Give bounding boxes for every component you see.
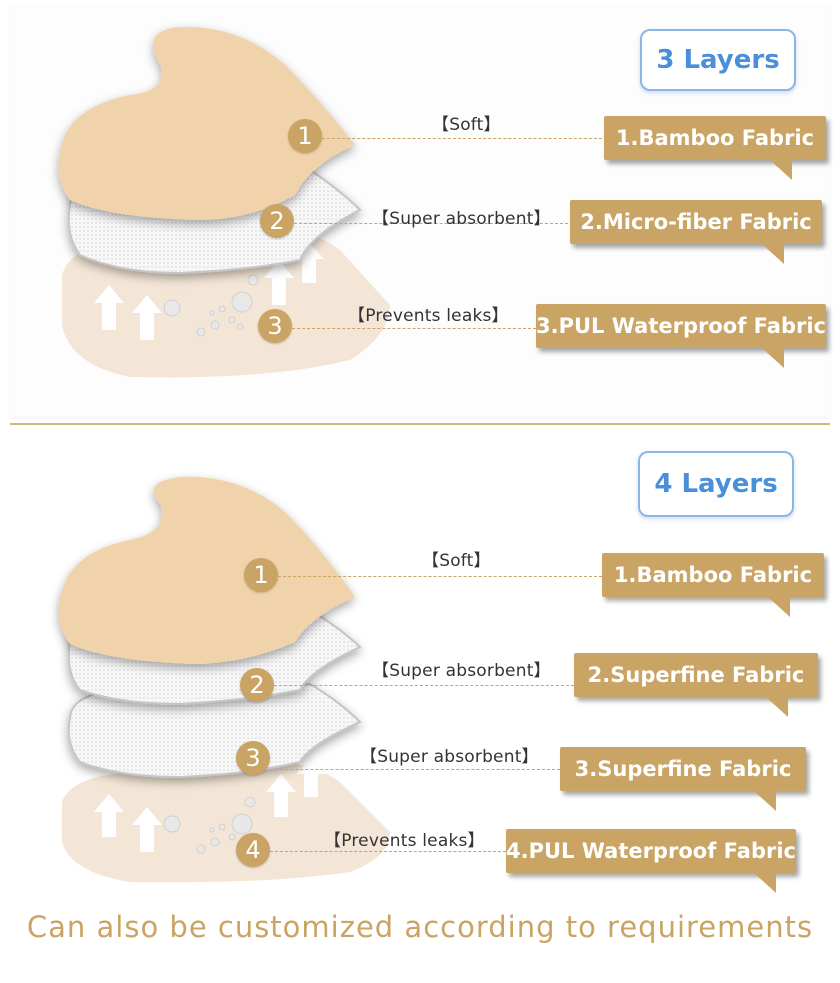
layer-label-4: 4.PUL Waterproof Fabric — [506, 829, 796, 873]
layer-property-1: 【Soft】 — [432, 115, 501, 135]
layer-label-3: 3.PUL Waterproof Fabric — [536, 304, 826, 348]
bamboo-layer — [58, 476, 356, 664]
layer-label-2: 2.Superfine Fabric — [574, 653, 818, 697]
leader-line — [270, 769, 560, 770]
leader-line — [270, 851, 506, 852]
layer-property-4: 【Prevents leaks】 — [324, 831, 485, 851]
layer-label-2: 2.Micro-fiber Fabric — [570, 200, 822, 244]
layer-number-4: 4 — [236, 833, 270, 867]
customization-note: Can also be customized according to requ… — [26, 910, 814, 944]
three-layer-illustration — [58, 26, 390, 378]
leader-line — [278, 576, 602, 577]
layer-label-1: 1.Bamboo Fabric — [602, 553, 824, 597]
leader-line — [294, 223, 568, 224]
layer-number-2: 2 — [260, 204, 294, 238]
layer-property-2: 【Super absorbent】 — [372, 209, 551, 229]
four-layer-illustration — [58, 476, 390, 883]
tag-tail — [768, 597, 790, 617]
three-layer-panel: 3 Layers 1 【Soft】 1.Bamboo Fabric 2 【Sup… — [10, 5, 830, 417]
tag-tail — [762, 348, 784, 368]
tag-tail — [754, 791, 776, 811]
four-layer-panel: 4 Layers 1 【Soft】 1.Bamboo Fabric 2 【Sup… — [10, 432, 830, 902]
tag-tail — [754, 873, 776, 893]
four-layers-badge: 4 Layers — [638, 451, 794, 517]
leader-line — [322, 138, 602, 139]
layer-number-2: 2 — [240, 668, 274, 702]
layer-number-3: 3 — [236, 741, 270, 775]
layer-number-1: 1 — [288, 119, 322, 153]
three-layers-badge: 3 Layers — [640, 29, 796, 91]
layer-property-2: 【Super absorbent】 — [372, 661, 551, 681]
layer-label-3: 3.Superfine Fabric — [560, 747, 806, 791]
up-arrows — [94, 758, 326, 852]
layer-number-1: 1 — [244, 558, 278, 592]
tag-tail — [762, 244, 784, 264]
leader-line — [274, 685, 574, 686]
layer-property-1: 【Soft】 — [422, 551, 491, 571]
bamboo-layer — [58, 26, 356, 221]
water-droplets — [163, 274, 259, 337]
water-droplets — [163, 796, 256, 854]
leader-line — [292, 328, 536, 329]
tag-tail — [770, 160, 792, 180]
section-divider — [10, 423, 830, 425]
tag-tail — [766, 697, 788, 717]
layer-property-3: 【Prevents leaks】 — [348, 306, 509, 326]
layer-label-1: 1.Bamboo Fabric — [604, 116, 826, 160]
layer-number-3: 3 — [258, 309, 292, 343]
layer-property-3: 【Super absorbent】 — [360, 747, 539, 767]
